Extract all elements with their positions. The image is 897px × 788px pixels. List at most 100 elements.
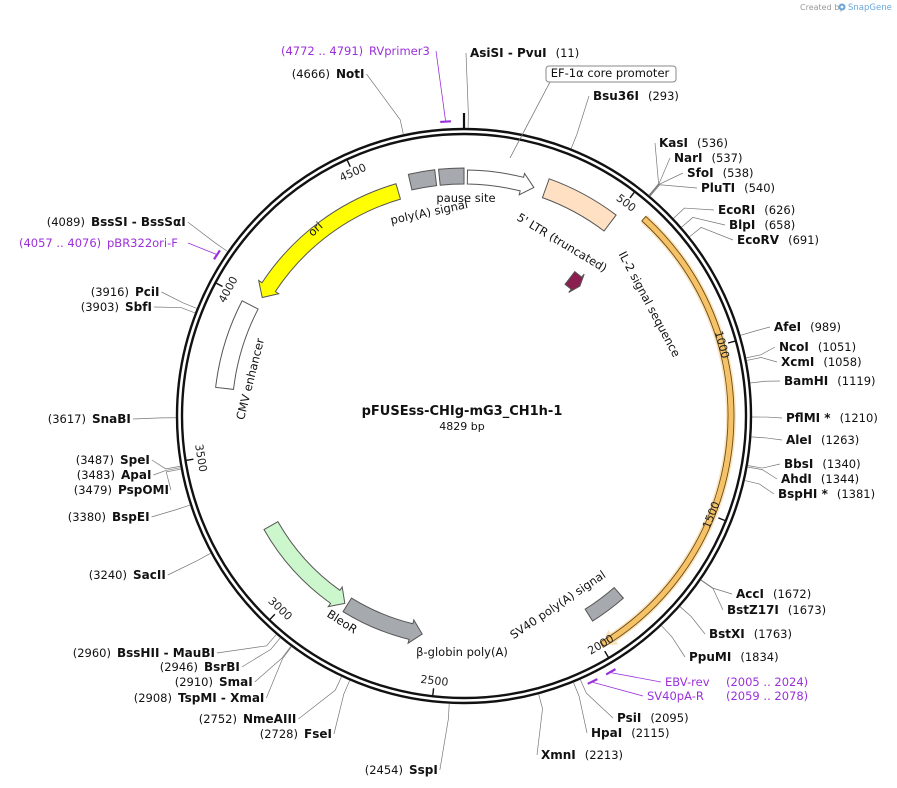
feature-polya (407, 169, 438, 191)
site-sfoi-position: (538) (723, 166, 754, 180)
site-bbsi-position: (1340) (822, 457, 860, 471)
site-bsssi-bsss-i-leader (187, 221, 228, 252)
site-sacii-leader (167, 552, 211, 576)
site-sbfi-name: SbfI (125, 300, 152, 314)
tick-mark-1000 (727, 340, 736, 344)
site-bsphi: BspHI *(1381) (778, 487, 875, 501)
primer-ebv-rev: EBV-rev(2005 .. 2024) (665, 675, 808, 689)
site-xmni-position: (2213) (585, 748, 623, 762)
site-kasi-leader (648, 142, 659, 196)
site-bstxi-position: (1763) (754, 627, 792, 641)
site-bamhi-leader (750, 380, 781, 384)
tick-label-4500: 4500 (338, 161, 369, 184)
site-bamhi-position: (1119) (837, 374, 875, 388)
site-nari: NarI(537) (674, 151, 742, 165)
site-bsu36i: Bsu36I(293) (593, 89, 679, 103)
feature-orf-arrow (599, 215, 735, 648)
primer-pbr322ori-f-marker (213, 249, 221, 260)
plasmid-name: pFUSEss-CHIg-mG3_CH1h-1 (362, 404, 563, 419)
snapgene-logo-icon (838, 3, 846, 11)
feature-ltr (541, 178, 617, 232)
tick-mark-2500 (432, 688, 435, 696)
site-sfoi-name: SfoI (687, 166, 714, 180)
backbone-inner-circle (180, 132, 748, 700)
site-sbfi: SbfI (3903) (81, 300, 152, 314)
site-psii-name: PsiI (617, 711, 641, 725)
site-snabi: SnaBI(3617) (48, 412, 131, 426)
site-sacii-name: SacII (133, 568, 166, 582)
site-bstz17i-leader (700, 579, 724, 611)
tick-label-500: 500 (614, 192, 639, 215)
feature-il2 (564, 270, 585, 293)
site-ncoi-name: NcoI (779, 340, 809, 354)
site-sbfi-position: (3903) (81, 300, 119, 314)
site-blpi-leader (681, 217, 726, 228)
site-bsrbi-name: BsrBI (204, 660, 240, 674)
site-apai-position: (3483) (77, 468, 115, 482)
site-tspmi-xmai-position: (2908) (134, 691, 172, 705)
site-spei-leader (151, 459, 181, 470)
site-bbsi: BbsI(1340) (784, 457, 861, 471)
site-nmeaiii: NmeAIII(2752) (199, 712, 297, 726)
site-sfoi-leader (649, 172, 684, 196)
site-fsei-leader (333, 680, 351, 735)
site-xcmi-position: (1058) (823, 355, 861, 369)
feature-layer (215, 167, 736, 648)
site-tspmi-xmai-leader (266, 646, 292, 699)
site-xmni-leader (536, 694, 543, 756)
site-asisi-pvui-leader (465, 52, 469, 129)
site-bsshii-maubi-leader (216, 634, 277, 654)
site-bstz17i: BstZ17I(1673) (727, 603, 826, 617)
site-xcmi-name: XcmI (781, 355, 814, 369)
site-alei-position: (1263) (821, 433, 859, 447)
site-bamhi-name: BamHI (784, 374, 828, 388)
primer-ebv-rev-range: (2005 .. 2024) (726, 675, 808, 689)
site-sacii: SacII(3240) (89, 568, 166, 582)
site-kasi-position: (536) (697, 136, 728, 150)
ef1a-label: EF-1α core promoter (545, 65, 677, 83)
site-pcii-leader (161, 291, 197, 309)
site-bstxi-leader (679, 606, 706, 635)
site-bsshii-maubi-name: BssHII - MauBI (117, 646, 215, 660)
site-xmni: XmnI(2213) (541, 748, 623, 762)
site-ecori: EcoRI(626) (718, 203, 795, 217)
feature-bglob (342, 597, 423, 645)
site-noti-name: NotI (336, 67, 365, 81)
site-pluti-name: PluTI (701, 181, 735, 195)
site-ecori-leader (673, 207, 715, 219)
plasmid-length: 4829 bp (439, 420, 484, 433)
site-tspmi-xmai: TspMI - XmaI(2908) (134, 691, 265, 705)
site-asisi-pvui-name: AsiSI - PvuI (470, 46, 547, 60)
site-bstxi: BstXI(1763) (709, 627, 792, 641)
bglob-label: β-globin poly(A) (416, 645, 508, 659)
site-pcii-name: PciI (135, 285, 160, 299)
backbone-layer (175, 127, 753, 705)
site-ahdi: AhdI(1344) (781, 472, 859, 486)
primer-pbr322ori-f-name: pBR322ori-F (107, 236, 178, 250)
site-bsu36i-leader (570, 95, 590, 149)
site-bbsi-leader (747, 463, 781, 469)
site-bsshii-maubi-position: (2960) (73, 646, 111, 660)
site-spei-name: SpeI (120, 453, 150, 467)
site-sbfi-leader (153, 306, 196, 314)
tick-mark-3000 (269, 613, 276, 620)
site-sspi: SspI(2454) (365, 763, 438, 777)
site-ppumi-name: PpuMI (689, 650, 731, 664)
site-bspei-name: BspEI (112, 510, 150, 524)
site-bstz17i-name: BstZ17I (727, 603, 779, 617)
site-afei-position: (989) (810, 320, 841, 334)
site-nmeaiii-position: (2752) (199, 712, 237, 726)
site-acci-name: AccI (736, 587, 764, 601)
created-by-text: Created by (800, 3, 844, 12)
site-pspomi-leader (165, 468, 182, 491)
site-asisi-pvui-position: (11) (556, 46, 580, 60)
primer-rvprimer3: RVprimer3(4772 .. 4791) (281, 44, 430, 58)
feature-cmv (215, 300, 259, 390)
ef1a-label-box (545, 65, 677, 83)
site-bsrbi-leader (241, 637, 281, 668)
site-bsrbi: BsrBI(2946) (160, 660, 240, 674)
bglob-label-text: β-globin poly(A) (416, 645, 508, 659)
site-smai-leader (254, 645, 292, 683)
site-fsei-position: (2728) (260, 727, 298, 741)
site-nmeaiii-leader (298, 676, 342, 720)
